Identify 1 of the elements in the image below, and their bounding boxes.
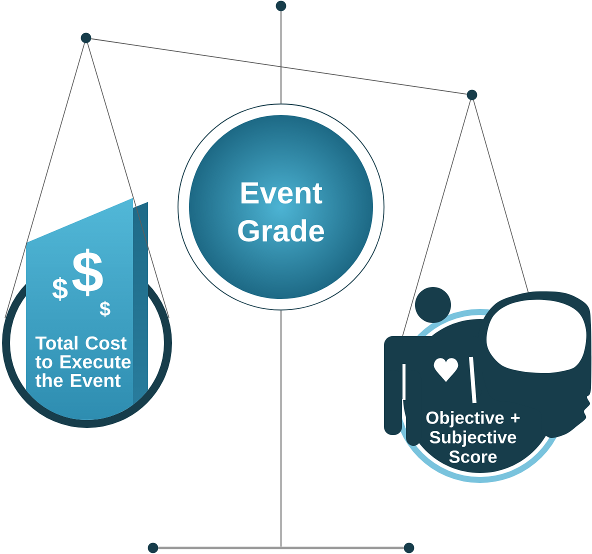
cost-pan: $$ $ Total Cost to Execute the Event [2,198,172,428]
